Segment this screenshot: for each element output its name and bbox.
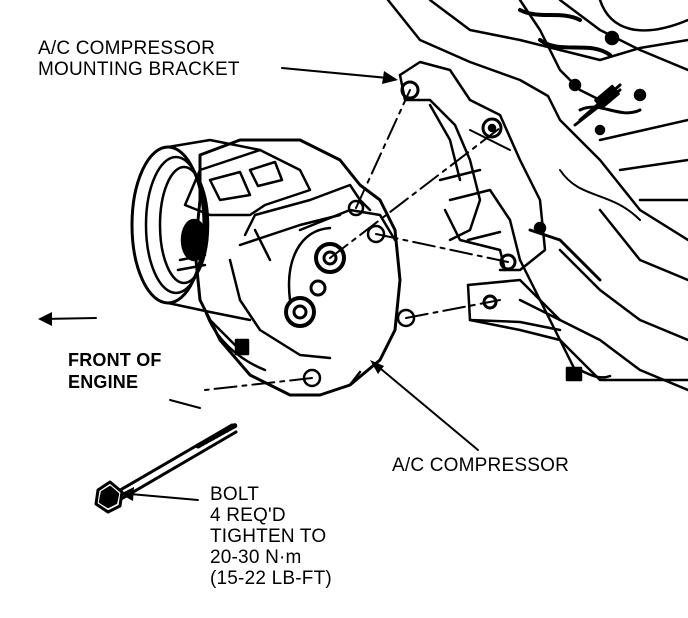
bolt	[94, 422, 239, 514]
bracket-arrowhead	[382, 71, 398, 84]
bracket-label-line-2: MOUNTING BRACKET	[38, 59, 240, 80]
front-of-engine-label: FRONT OF ENGINE	[68, 349, 162, 393]
front-label-line-2: ENGINE	[68, 372, 139, 392]
bolt-label-line-4: 20-30 N·m	[210, 547, 302, 568]
bolt-label-line-2: 4 REQ'D	[210, 505, 286, 526]
front-label-line-1: FRONT OF	[68, 350, 162, 370]
bolt-label-line-1: BOLT	[210, 484, 260, 505]
leader-lines	[41, 67, 479, 501]
bolt-spec-label: BOLT 4 REQ'D TIGHTEN TO 20-30 N·m (15-22…	[210, 484, 332, 589]
front-arrowhead	[38, 312, 52, 326]
bracket-label-line-1: A/C COMPRESSOR	[38, 38, 215, 59]
engine-block	[386, 0, 688, 392]
compressor-label-text: A/C COMPRESSOR	[392, 455, 569, 476]
compressor-body	[130, 138, 416, 397]
compressor-label: A/C COMPRESSOR	[392, 455, 569, 476]
bracket-label: A/C COMPRESSOR MOUNTING BRACKET	[38, 38, 240, 80]
alignment-lines	[204, 89, 509, 391]
bolt-label-line-5: (15-22 LB-FT)	[210, 568, 332, 589]
compressor-arrowhead	[370, 360, 384, 374]
bolt-label-line-3: TIGHTEN TO	[210, 526, 327, 547]
mounting-bracket	[398, 60, 547, 272]
